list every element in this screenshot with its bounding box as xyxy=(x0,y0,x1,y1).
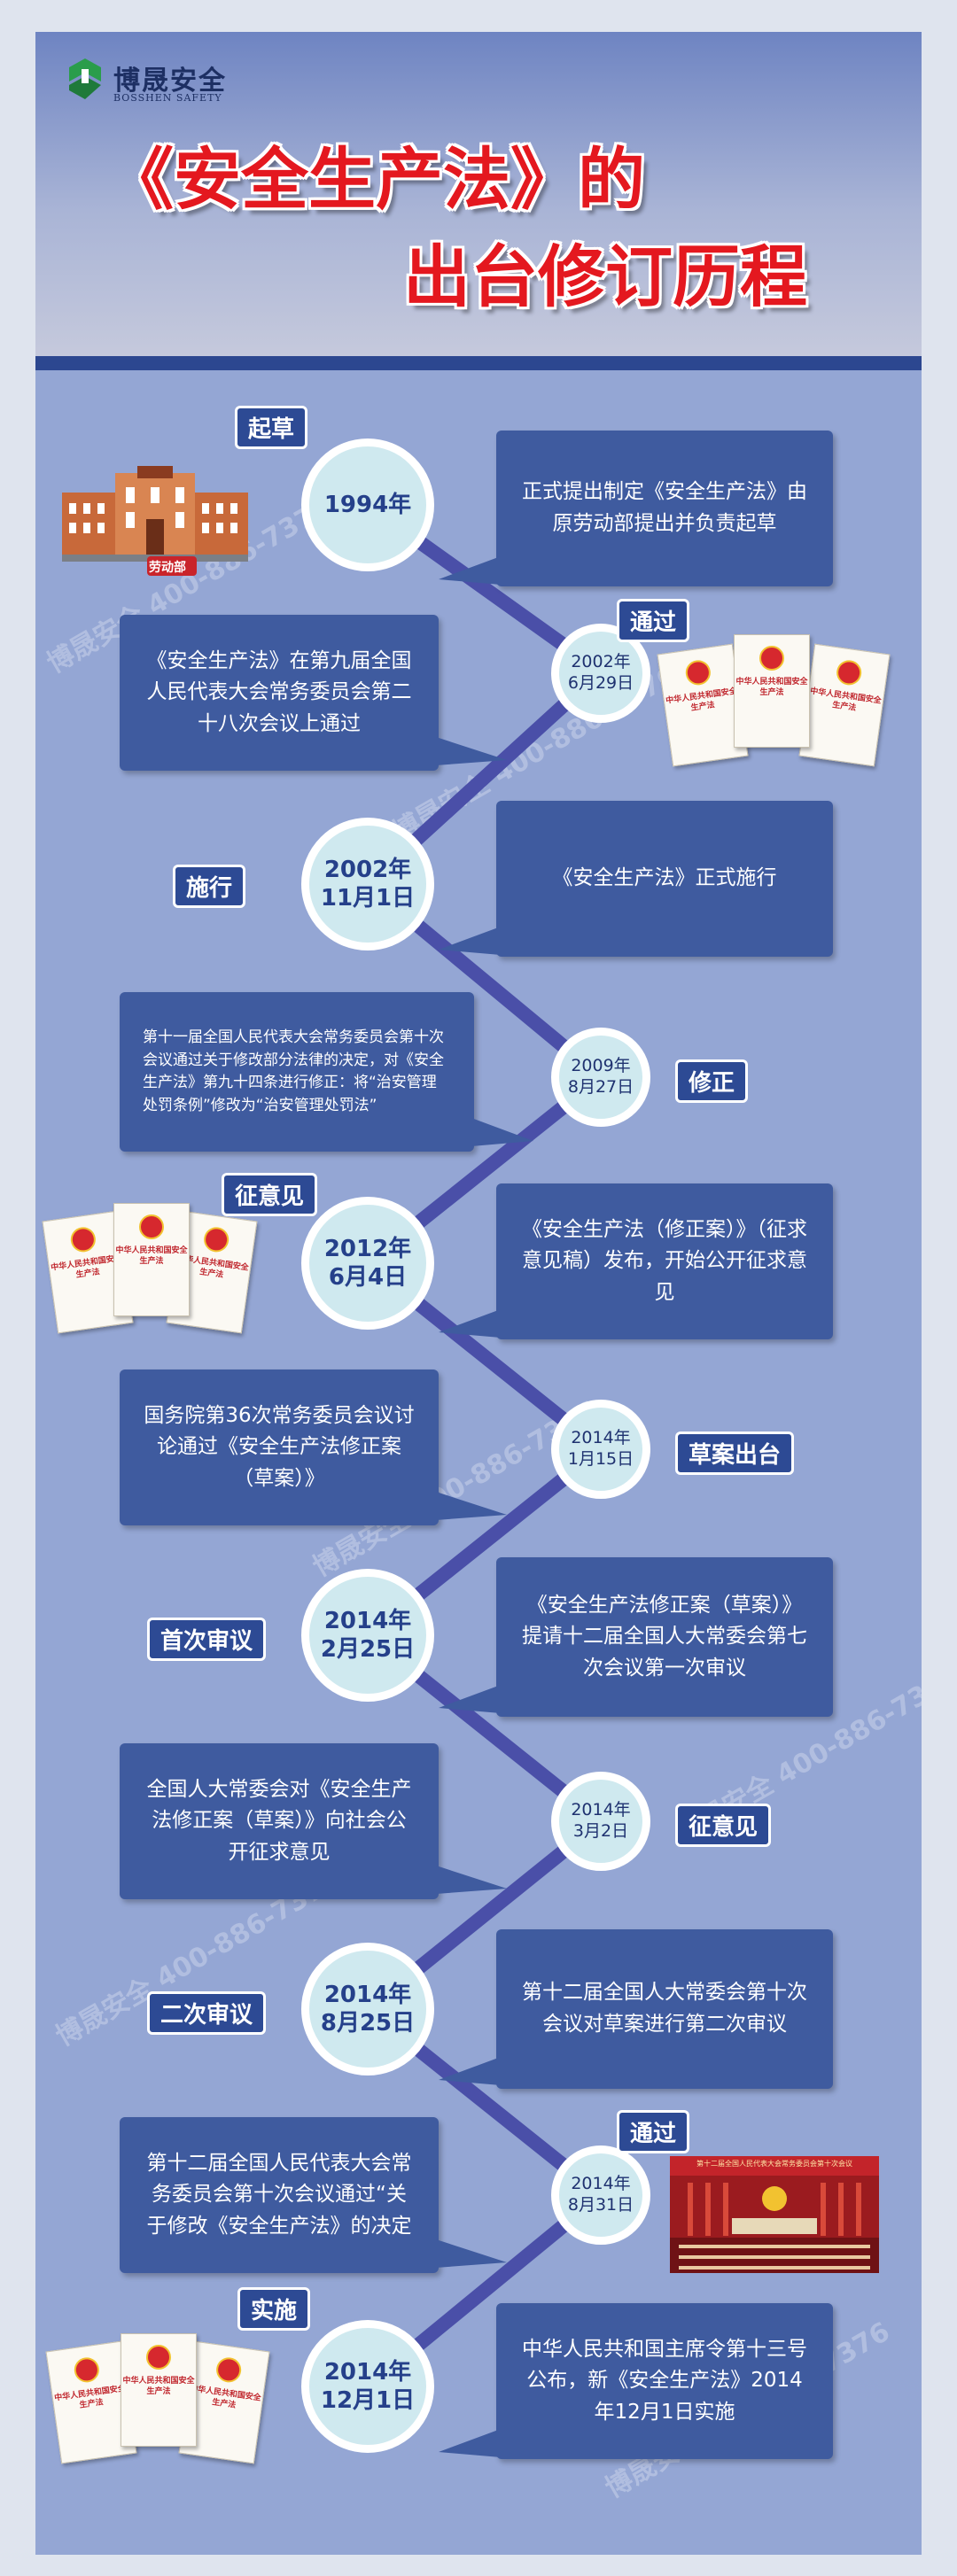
callout-tail xyxy=(439,1685,501,1713)
event-text-2002-06: 《安全生产法》在第九届全国人民代表大会常务委员会第二十八次会议上通过 xyxy=(120,615,439,771)
brand-logo-icon xyxy=(69,58,101,99)
law-book-image: 中华人民共和国安全生产法 xyxy=(734,634,810,748)
hall-caption: 第十二届全国人民代表大会常务委员会第十次会议 xyxy=(696,2160,852,2168)
page-title-line1: 《安全生产法》的 xyxy=(106,140,645,219)
event-text-2009: 第十一届全国人民代表大会常务委员会第十次会议通过关于修改部分法律的决定，对《安全… xyxy=(120,992,474,1152)
law-book-image: 中华人民共和国安全生产法 xyxy=(113,1203,190,1316)
callout-tail xyxy=(439,2057,501,2085)
tag-effective: 施行 xyxy=(173,865,246,908)
law-book-image: 中华人民共和国安全生产法 xyxy=(121,2333,197,2447)
infographic-panel: 博晟安全 BOSSHEN SAFETY 《安全生产法》的 出台修订历程 博晟安全… xyxy=(35,32,922,2555)
header: 博晟安全 BOSSHEN SAFETY 《安全生产法》的 出台修订历程 xyxy=(35,32,922,356)
page-title-line2: 出台修订历程 xyxy=(403,237,807,316)
law-book-image: 中华人民共和国安全生产法 xyxy=(798,643,891,767)
tag-implement: 实施 xyxy=(237,2287,311,2331)
tag-second-review: 二次审议 xyxy=(147,1991,267,2035)
date-node-1994: 1994年 xyxy=(301,438,434,571)
event-text-2012: 《安全生产法（修正案）》（征求意见稿）发布，开始公开征求意见 xyxy=(496,1183,833,1339)
callout-tail xyxy=(436,1492,507,1520)
header-divider xyxy=(35,356,922,370)
callout-tail xyxy=(439,2429,501,2457)
building-label: 劳动部 xyxy=(149,561,186,575)
event-text-2014-03: 全国人大常委会对《安全生产法修正案（草案）》向社会公开征求意见 xyxy=(120,1743,439,1899)
event-text-2014-08-25: 第十二届全国人大常委会第十次会议对草案进行第二次审议 xyxy=(496,1929,833,2089)
event-text-2014-08-31: 第十二届全国人民代表大会常务委员会第十次会议通过“关于修改《安全生产法》的决定 xyxy=(120,2117,439,2273)
tag-passed-final: 通过 xyxy=(617,2110,690,2153)
callout-tail xyxy=(436,737,507,765)
congress-hall-image xyxy=(670,2156,879,2273)
callout-tail xyxy=(439,927,501,955)
tag-amend: 修正 xyxy=(675,1059,749,1103)
event-text-2002-11: 《安全生产法》正式施行 xyxy=(496,801,833,957)
brand-name: 博晟安全 xyxy=(113,66,227,97)
tag-draft: 起草 xyxy=(235,406,308,449)
tag-solicit: 征意见 xyxy=(222,1173,318,1216)
event-text-1994: 正式提出制定《安全生产法》由原劳动部提出并负责起草 xyxy=(496,431,833,586)
callout-tail xyxy=(439,1309,501,1338)
callout-tail xyxy=(439,556,501,585)
callout-tail xyxy=(436,2239,507,2268)
ministry-building-icon xyxy=(62,466,248,576)
event-text-2014-01: 国务院第36次常务委员会议讨论通过《安全生产法修正案（草案）》 xyxy=(120,1369,439,1525)
tag-passed: 通过 xyxy=(617,599,690,642)
event-text-2014-02: 《安全生产法修正案（草案）》提请十二届全国人大常委会第七次会议第一次审议 xyxy=(496,1557,833,1717)
event-text-2014-12: 中华人民共和国主席令第十三号公布，新《安全生产法》2014年12月1日实施 xyxy=(496,2303,833,2459)
tag-draft-released: 草案出台 xyxy=(675,1432,795,1475)
tag-solicit-public: 征意见 xyxy=(675,1804,772,1847)
callout-tail xyxy=(471,1118,533,1146)
callout-tail xyxy=(436,1866,507,1894)
brand-name-en: BOSSHEN SAFETY xyxy=(113,92,222,104)
tag-first-review: 首次审议 xyxy=(147,1618,267,1661)
